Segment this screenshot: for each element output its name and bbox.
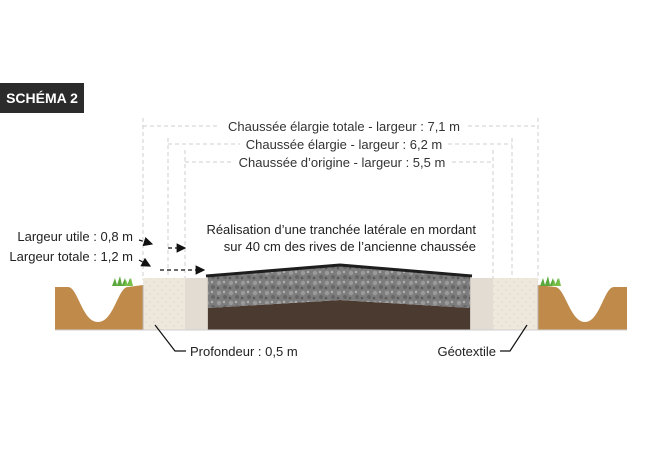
annotation-line-1: Réalisation d’une tranchée latérale en m… (206, 222, 476, 237)
useful-width-label: Largeur utile : 0,8 m (17, 229, 133, 244)
geotextile-callout: Géotextile (437, 344, 496, 359)
dimension-widened: Chaussée élargie - largeur : 6,2 m (246, 137, 443, 152)
right-trench-inner (470, 278, 493, 330)
dimension-total-widened: Chaussée élargie totale - largeur : 7,1 … (228, 119, 460, 134)
left-trench-slope (143, 278, 185, 330)
total-width-label: Largeur totale : 1,2 m (9, 249, 133, 264)
left-soil-bank (55, 285, 143, 330)
subgrade-layer (208, 300, 470, 330)
grass-left (112, 276, 133, 286)
schema-badge: SCHÉMA 2 (0, 83, 84, 113)
right-trench-slope (493, 278, 538, 330)
dimension-original: Chaussée d’origine - largeur : 5,5 m (239, 155, 446, 170)
left-trench-inner (185, 278, 208, 330)
depth-callout: Profondeur : 0,5 m (190, 344, 298, 359)
gravel-base-layer (208, 266, 470, 308)
dimension-guides (142, 118, 539, 280)
grass-right (540, 276, 561, 286)
annotation-line-2: sur 40 cm des rives de l’ancienne chauss… (224, 239, 476, 254)
callout-leaders (154, 324, 528, 352)
asphalt-surface (205, 263, 473, 278)
dimension-lines (143, 125, 538, 163)
total-width-arrows (138, 257, 206, 275)
right-soil-bank (538, 285, 627, 330)
useful-width-arrows (138, 236, 187, 253)
